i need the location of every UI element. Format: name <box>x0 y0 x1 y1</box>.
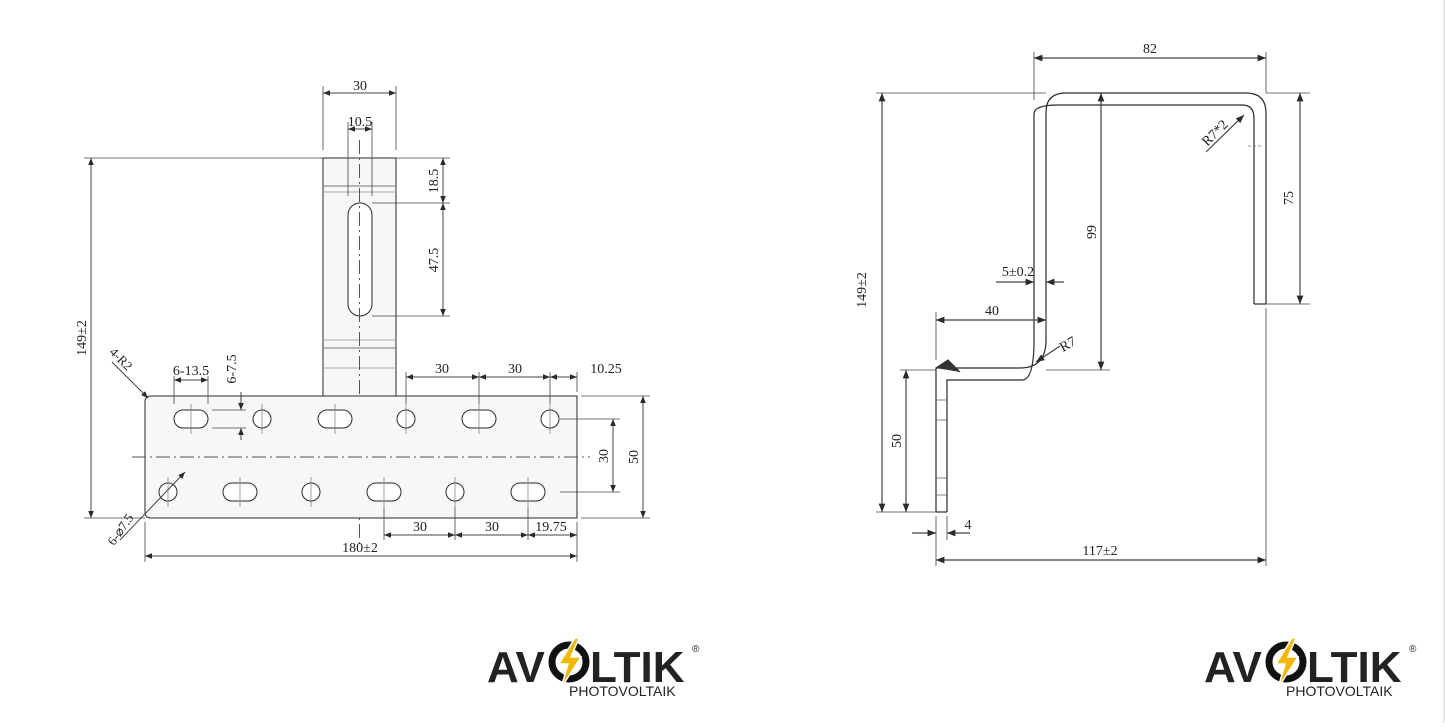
dim-10-25: 10.25 <box>590 362 622 377</box>
dim-180: 180±2 <box>342 541 378 556</box>
page-edge <box>1443 0 1445 723</box>
dim-30-d: 30 <box>485 520 499 535</box>
logo-subtitle: PHOTOVOLTAIK <box>569 683 676 699</box>
dim-30-c: 30 <box>413 520 427 535</box>
dim-99: 99 <box>1085 225 1100 239</box>
front-view <box>84 86 650 562</box>
bolt-o-icon <box>1265 637 1307 689</box>
front-view-labels: 30 10.5 18.5 47.5 149±2 4-R2 6-13.5 6-7.… <box>75 79 642 556</box>
foot-bevel <box>935 359 961 373</box>
logo-subtitle: PHOTOVOLTAIK <box>1286 683 1393 699</box>
side-view-labels: 82 R7*2 75 99 149±2 5±0.2 40 R7 50 4 117… <box>855 42 1297 559</box>
dim-50-side: 50 <box>890 434 905 448</box>
logo-right: AV LTIK ® PHOTOVOLTAIK <box>1204 637 1417 699</box>
dim-19-75: 19.75 <box>535 520 567 535</box>
dim-4: 4 <box>965 518 972 533</box>
dim-117: 117±2 <box>1082 544 1117 559</box>
dim-6-7-5: 6-7.5 <box>225 354 240 383</box>
bolt-o-icon <box>548 637 590 689</box>
dim-30-right: 30 <box>597 449 612 463</box>
logo-registered-mark: ® <box>1409 644 1417 655</box>
dim-47-5: 47.5 <box>427 248 442 273</box>
bracket-profile-outer <box>935 92 1267 512</box>
logo-text-pre: AV <box>1204 643 1263 692</box>
logo-left: AV LTIK ® PHOTOVOLTAIK <box>487 637 700 699</box>
dim-4-r2: 4-R2 <box>107 344 136 373</box>
dim-r7: R7 <box>1057 334 1079 355</box>
dim-30-top: 30 <box>353 79 367 94</box>
side-view <box>876 52 1310 566</box>
dim-50-right: 50 <box>627 450 642 464</box>
dim-82: 82 <box>1143 42 1157 57</box>
logo-text-post: LTIK <box>590 643 685 692</box>
bracket-profile-inner <box>946 104 1255 512</box>
dim-5-0-2: 5±0.2 <box>1002 265 1034 280</box>
dim-30-b: 30 <box>508 362 522 377</box>
dim-18-5: 18.5 <box>427 169 442 194</box>
logo-text-pre: AV <box>487 643 546 692</box>
logo-text-post: LTIK <box>1307 643 1402 692</box>
dim-75: 75 <box>1282 191 1297 205</box>
dim-149-front: 149±2 <box>75 320 90 356</box>
dim-30-a: 30 <box>435 362 449 377</box>
dim-149-side: 149±2 <box>855 272 870 308</box>
logo-registered-mark: ® <box>692 644 700 655</box>
dim-40: 40 <box>985 304 999 319</box>
dim-6-13-5: 6-13.5 <box>173 364 209 379</box>
dim-6-dia: 6-⌀7.5 <box>104 511 136 548</box>
dim-r7x2: R7*2 <box>1199 117 1231 149</box>
dim-10-5: 10.5 <box>348 115 373 130</box>
